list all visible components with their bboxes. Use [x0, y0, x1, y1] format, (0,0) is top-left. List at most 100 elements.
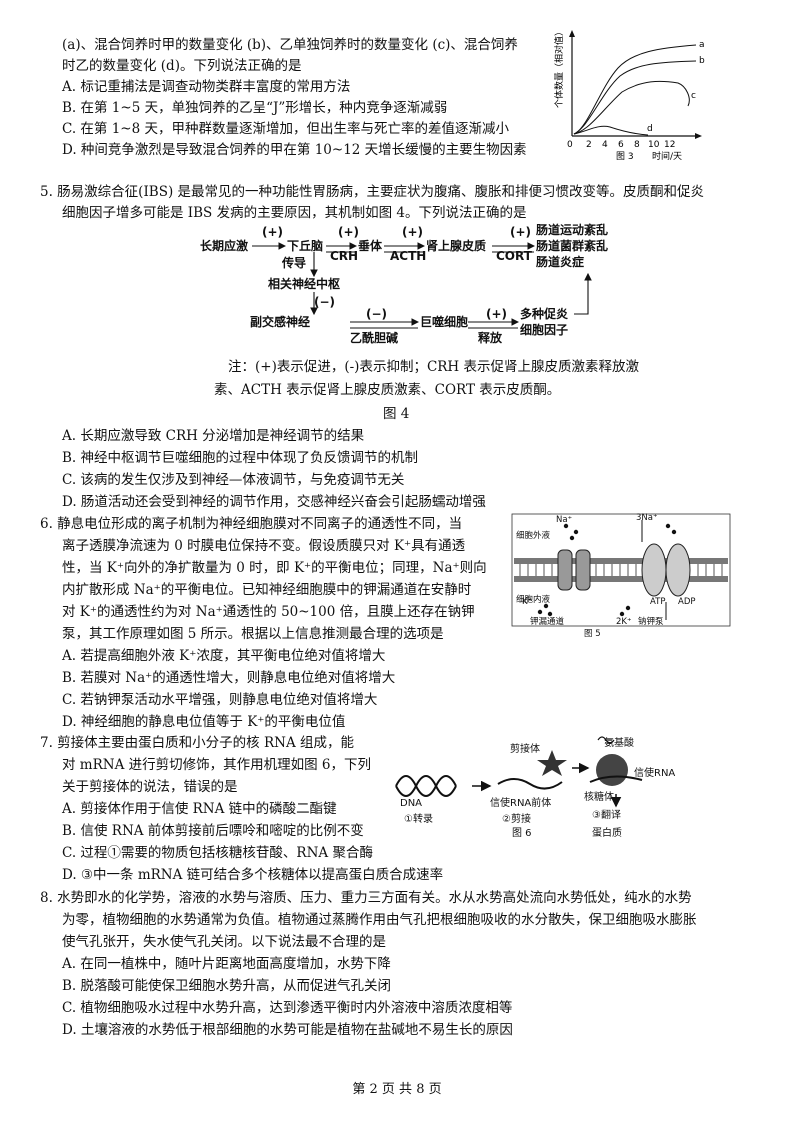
q4-option-a: A. 标记重捕法是调查动物类群丰富度的常用方法 — [62, 79, 351, 95]
edge-plus-5: (+) — [486, 307, 507, 321]
figure-4-caption: 图 4 — [383, 406, 410, 422]
curve-d-label: d — [647, 124, 653, 134]
label-atp: ATP — [650, 597, 665, 607]
curve-c-label: c — [691, 91, 696, 101]
tick-8: 8 — [634, 140, 640, 150]
figure-5-caption: 图 5 — [584, 629, 601, 639]
q6-option-a: A. 若提高细胞外液 K⁺浓度，其平衡电位绝对值将增大 — [62, 648, 386, 664]
q6-option-b: B. 若膜对 Na⁺的通透性增大，则静息电位绝对值将增大 — [62, 670, 396, 686]
label-2k: 2K⁺ — [616, 617, 631, 627]
edge-ach: 乙酰胆碱 — [350, 330, 398, 345]
q7-option-c: C. 过程①需要的物质包括核糖核苷酸、RNA 聚合酶 — [62, 845, 373, 861]
q5-option-d: D. 肠道活动还会受到神经的调节作用，交感神经兴奋会引起肠蠕动增强 — [62, 494, 486, 510]
q6-option-d: D. 神经细胞的静息电位值等于 K⁺的平衡电位值 — [62, 714, 346, 730]
label-step-transcription: ①转录 — [404, 812, 433, 825]
figure-4-mechanism-diagram: 长期应激 下丘脑 垂体 肾上腺皮质 肠道运动紊乱 肠道菌群紊乱 肠道炎症 相关神… — [200, 222, 608, 345]
node-cytokine-line1: 多种促炎 — [520, 306, 568, 321]
q7-option-b: B. 信使 RNA 前体剪接前后嘌呤和嘧啶的比例不变 — [62, 823, 364, 839]
edge-plus-2: (+) — [338, 225, 359, 239]
figure-3-population-chart: 个体数量（相对值） 0 2 4 6 8 10 12 时间/天 图 3 a b c… — [553, 28, 705, 162]
edge-minus-1: (−) — [314, 295, 335, 309]
curve-c — [573, 80, 690, 135]
edge-acth: ACTH — [390, 249, 426, 263]
label-intracellular: 细胞内液 — [516, 594, 551, 605]
q7-stem-line2: 对 mRNA 进行剪切修饰，其作用机理如图 6，下列 — [62, 757, 371, 773]
node-cytokine-line2: 细胞因子 — [520, 322, 568, 337]
q7-stem-line3: 关于剪接体的说法，错误的是 — [62, 779, 238, 795]
label-adp: ADP — [678, 597, 696, 607]
tick-10: 10 — [648, 140, 660, 150]
node-neural-center: 相关神经中枢 — [268, 276, 340, 291]
q4-option-b: B. 在第 1~5 天，单独饲养的乙呈“J”形增长，种内竞争逐渐减弱 — [62, 100, 448, 116]
tick-4: 4 — [602, 140, 608, 150]
label-extracellular: 细胞外液 — [516, 530, 551, 541]
tick-2: 2 — [586, 140, 592, 150]
q4-stem-line2: 时乙的数量变化 (d)。下列说法正确的是 — [62, 58, 302, 74]
ribosome-icon — [596, 754, 628, 786]
label-step-translation: ③翻译 — [592, 809, 621, 821]
node-gut-flora: 肠道菌群紊乱 — [536, 238, 608, 253]
q4-option-c: C. 在第 1~8 天，甲种群数量逐渐增加，但出生率与死亡率的差值逐渐减小 — [62, 121, 510, 137]
x-axis-label: 时间/天 — [652, 150, 682, 162]
figure-3-caption: 图 3 — [616, 151, 634, 162]
node-long-stress: 长期应激 — [200, 238, 248, 253]
dna-strand-2 — [395, 775, 457, 797]
q6-option-c: C. 若钠钾泵活动水平增强，则静息电位绝对值将增大 — [62, 692, 378, 708]
amino-acid-icon — [597, 736, 615, 744]
q4-option-d: D. 种间竞争激烈是导致混合饲养的甲在第 10~12 天增长缓慢的主要生物因素 — [62, 142, 527, 158]
figure-4-note-line1: 注：(+)表示促进，(-)表示抑制；CRH 表示促肾上腺皮质激素释放激 — [228, 359, 639, 375]
q8-option-b: B. 脱落酸可能使保卫细胞水势升高，从而促进气孔关闭 — [62, 978, 392, 994]
pump-left — [641, 543, 667, 597]
q8-stem-line2: 为零，植物细胞的水势通常为负值。植物通过蒸腾作用由气孔把根细胞吸收的水分散失，保… — [62, 912, 697, 928]
q6-stem-line4: 内扩散形成 Na⁺的平衡电位。已知神经细胞膜中的钾漏通道在安静时 — [62, 582, 472, 598]
edge-plus-3: (+) — [402, 225, 423, 239]
label-protein: 蛋白质 — [592, 826, 622, 839]
q7-stem-line1: 7. 剪接体主要由蛋白质和小分子的核 RNA 组成，能 — [40, 735, 354, 751]
label-step-splicing: ②剪接 — [502, 812, 531, 825]
curve-b — [573, 60, 697, 135]
q8-option-c: C. 植物细胞吸水过程中水势升高，达到渗透平衡时内外溶液中溶质浓度相等 — [62, 1000, 513, 1016]
q6-stem-line5: 对 K⁺的通透性约为对 Na⁺通透性的 50~100 倍，且膜上还存在钠钾 — [62, 604, 475, 620]
q8-stem-line1: 8. 水势即水的化学势，溶液的水势与溶质、压力、重力三方面有关。水从水势高处流向… — [40, 890, 692, 906]
q8-option-d: D. 土壤溶液的水势低于根部细胞的水势可能是植物在盐碱地不易生长的原因 — [62, 1022, 513, 1038]
label-amino-acid: 氨基酸 — [604, 736, 634, 749]
label-spliceosome: 剪接体 — [510, 742, 540, 755]
q7-option-d: D. ③中一条 mRNA 链可结合多个核糖体以提高蛋白质合成速率 — [62, 867, 444, 883]
curve-d — [573, 125, 649, 136]
q6-stem-line3: 性，当 K⁺向外的净扩散量为 0 时，即 K⁺的平衡电位；同理，Na⁺则向 — [62, 560, 487, 576]
leak-channel-left — [557, 549, 573, 591]
figure-6-caption: 图 6 — [512, 827, 532, 839]
edge-crh: CRH — [330, 249, 358, 263]
y-axis-label: 个体数量（相对值） — [553, 28, 565, 108]
node-gut-inflammation: 肠道炎症 — [536, 254, 584, 269]
q8-option-a: A. 在同一植株中，随叶片距离地面高度增加，水势下降 — [62, 956, 391, 972]
page-footer: 第 2 页 共 8 页 — [352, 1082, 442, 1097]
node-gut-motility: 肠道运动紊乱 — [536, 222, 608, 237]
label-pump: 钠钾泵 — [638, 616, 664, 627]
q6-stem-line1: 6. 静息电位形成的离子机制为神经细胞膜对不同离子的通透性不同，当 — [40, 516, 463, 532]
edge-plus-4: (+) — [510, 225, 531, 239]
label-dna: DNA — [400, 798, 422, 809]
pump-right — [665, 543, 691, 597]
edge-minus-2: (−) — [366, 307, 387, 321]
edge-conduct: 传导 — [281, 255, 306, 270]
leak-channel-right — [575, 549, 591, 591]
dna-strand-1 — [395, 775, 457, 797]
curve-a — [573, 44, 697, 135]
mrna-strand — [589, 775, 643, 783]
node-parasympathetic: 副交感神经 — [250, 314, 310, 329]
edge-plus-1: (+) — [262, 225, 283, 239]
figure-5-membrane-diagram: 细胞外液 细胞内液 Na⁺ 3Na⁺ K⁺ ATP ADP 2K⁺ 钾漏通道 钠… — [511, 513, 731, 639]
pre-mrna-strand — [497, 778, 563, 790]
label-na: Na⁺ — [556, 515, 572, 525]
figure-6-splicing-diagram: DNA ①转录 信使RNA前体 ②剪接 剪接体 氨基酸 核糖体 信使RNA ③翻… — [395, 736, 675, 839]
q5-stem-line2: 细胞因子增多可能是 IBS 发病的主要原因，其机制如图 4。下列说法正确的是 — [62, 205, 527, 221]
node-pituitary: 垂体 — [358, 238, 383, 253]
edge-cort: CORT — [496, 249, 533, 263]
curve-a-label: a — [699, 40, 705, 50]
figure-4-note-line2: 素、ACTH 表示促肾上腺皮质激素、CORT 表示皮质酮。 — [214, 382, 561, 398]
q5-option-c: C. 该病的发生仅涉及到神经—体液调节，与免疫调节无关 — [62, 472, 405, 488]
label-pre-mrna: 信使RNA前体 — [490, 796, 551, 809]
node-macrophage: 巨噬细胞 — [420, 314, 468, 329]
